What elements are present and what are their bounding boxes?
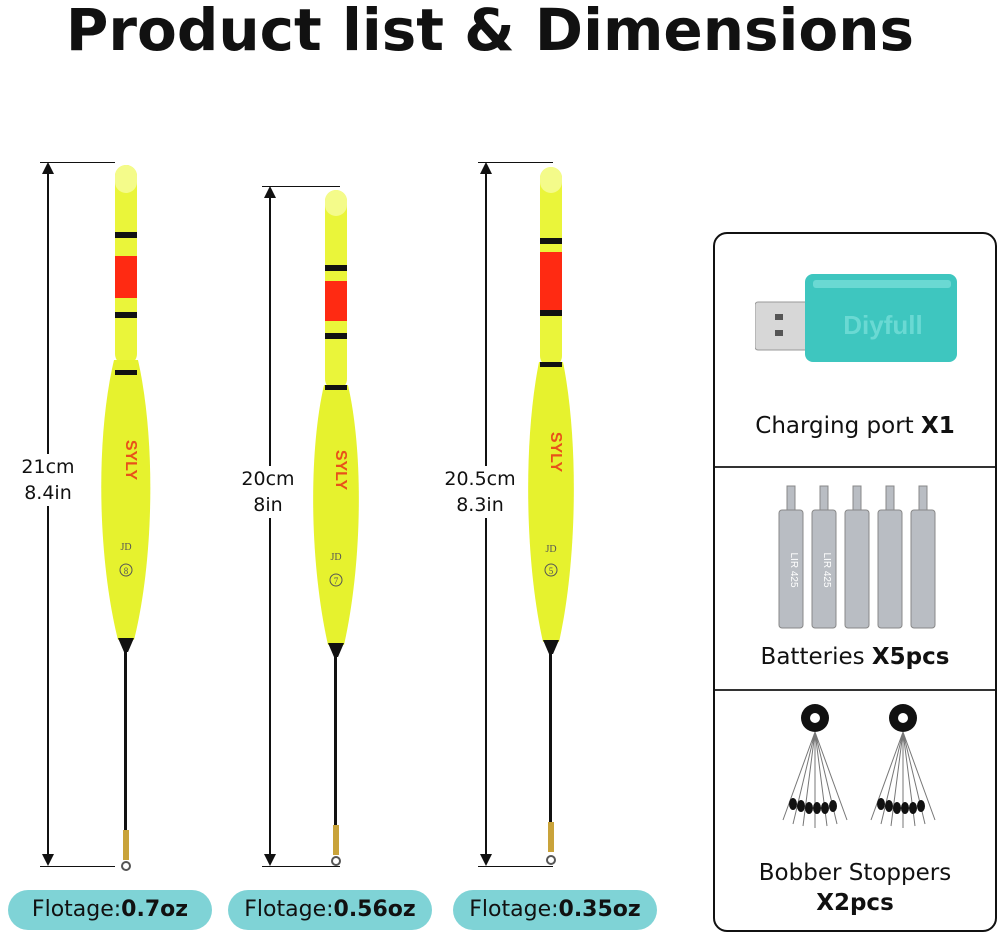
dimension-label-2: 20cm 8in bbox=[220, 466, 316, 518]
floatage-badge-2: Flotage:0.56oz bbox=[228, 890, 432, 930]
page-title: Product list & Dimensions bbox=[65, 0, 915, 64]
batteries-image: LIR 425 LIR 425 bbox=[778, 485, 936, 629]
charging-port-caption: Charging port X1 bbox=[755, 413, 955, 439]
svg-text:5: 5 bbox=[549, 566, 554, 576]
batteries-caption: Batteries X5pcs bbox=[760, 644, 950, 670]
fishing-float-1: SYLY JD 8 bbox=[101, 165, 151, 871]
fishing-float-3: SYLY JD 5 bbox=[528, 167, 574, 865]
svg-text:LIR 425: LIR 425 bbox=[821, 552, 832, 587]
svg-text:JD: JD bbox=[120, 542, 131, 553]
svg-text:LIR 425: LIR 425 bbox=[788, 552, 799, 587]
floatage-badge-1: Flotage:0.7oz bbox=[8, 890, 212, 930]
svg-text:SYLY: SYLY bbox=[547, 432, 564, 473]
bobber-stopper-icon bbox=[870, 704, 936, 828]
usb-brand-text: Diyfull bbox=[843, 310, 922, 340]
bobber-stoppers-image bbox=[782, 704, 936, 828]
bobber-stopper-icon bbox=[782, 704, 848, 828]
svg-text:JD: JD bbox=[545, 544, 556, 555]
usb-charger-image: Diyfull bbox=[755, 274, 957, 362]
battery-icon bbox=[778, 485, 936, 629]
svg-text:SYLY: SYLY bbox=[332, 450, 349, 491]
svg-text:7: 7 bbox=[334, 576, 339, 586]
bobber-stoppers-caption: Bobber Stoppers X2pcs bbox=[758, 860, 952, 916]
floatage-badge-3: Flotage:0.35oz bbox=[453, 890, 657, 930]
svg-text:JD: JD bbox=[330, 552, 341, 563]
accessories-panel: Diyfull Charging port X1 LIR 425 LIR 425… bbox=[713, 232, 997, 932]
dimension-label-1: 21cm 8.4in bbox=[8, 454, 88, 506]
dimension-label-3: 20.5cm 8.3in bbox=[426, 466, 534, 518]
svg-text:8: 8 bbox=[124, 566, 129, 576]
fishing-float-2: SYLY JD 7 bbox=[313, 190, 359, 866]
float-brand: SYLY bbox=[122, 440, 139, 481]
